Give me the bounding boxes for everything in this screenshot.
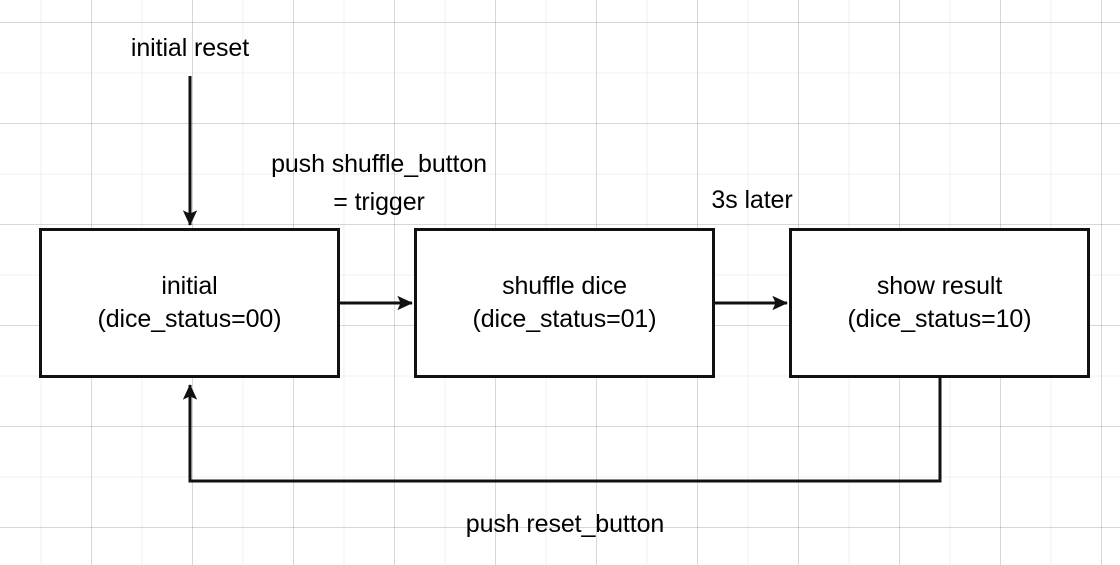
edge-label-push-shuffle-button-line1: push shuffle_button — [271, 150, 487, 178]
state-status-show-result: (dice_status=10) — [847, 305, 1032, 333]
edge-label-push-shuffle-button-line2: = trigger — [333, 187, 425, 216]
state-name-initial: initial — [161, 271, 218, 300]
state-box-show-result[interactable]: show result (dice_status=10) — [789, 228, 1090, 378]
state-status-initial: (dice_status=00) — [97, 305, 282, 333]
edge-label-3s-later-text: 3s later — [711, 186, 793, 214]
edge-label-initial-reset-text: initial reset — [130, 34, 250, 62]
edge-label-push-reset-button-text: push reset_button — [465, 510, 665, 538]
state-box-initial[interactable]: initial (dice_status=00) — [39, 228, 340, 378]
state-status-shuffle-dice: (dice_status=01) — [472, 305, 657, 333]
edge-label-initial-reset: initial reset — [0, 30, 380, 68]
state-box-shuffle-dice[interactable]: shuffle dice (dice_status=01) — [414, 228, 715, 378]
edge-label-push-reset-button: push reset_button — [365, 506, 765, 544]
connector-result-to-initial — [182, 378, 942, 483]
state-name-show-result: show result — [876, 271, 1003, 300]
state-name-shuffle-dice: shuffle dice — [502, 271, 627, 300]
edge-label-push-shuffle-button: push shuffle_button = trigger — [179, 146, 579, 221]
edge-label-3s-later: 3s later — [602, 182, 902, 220]
